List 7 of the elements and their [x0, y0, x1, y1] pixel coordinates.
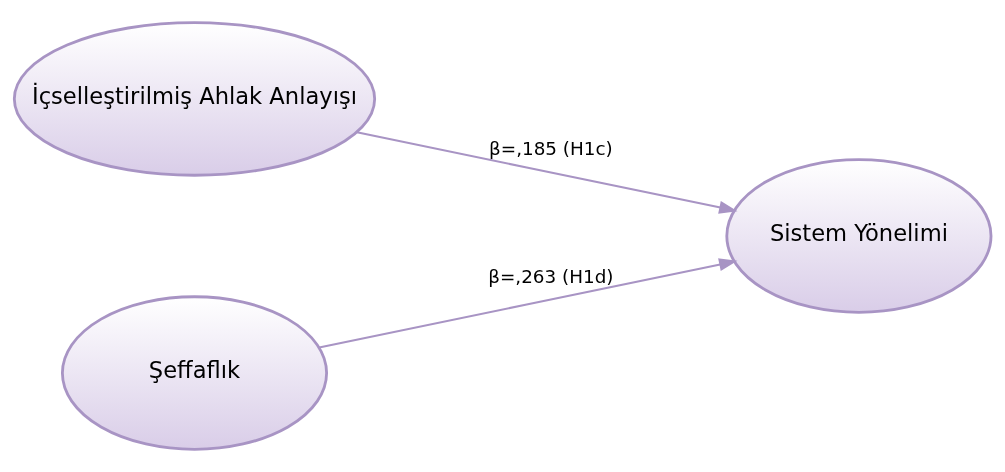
node-ellipse: Sistem Yönelimi — [725, 158, 993, 314]
edge-label: β=,263 (H1d) — [488, 266, 614, 288]
node-ellipse: İçselleştirilmiş Ahlak Anlayışı — [12, 21, 377, 177]
node-ellipse: Şeffaflık — [60, 295, 328, 451]
arrow — [356, 131, 738, 214]
edge-label: β=,185 (H1c) — [489, 137, 613, 159]
arrow — [318, 258, 738, 349]
